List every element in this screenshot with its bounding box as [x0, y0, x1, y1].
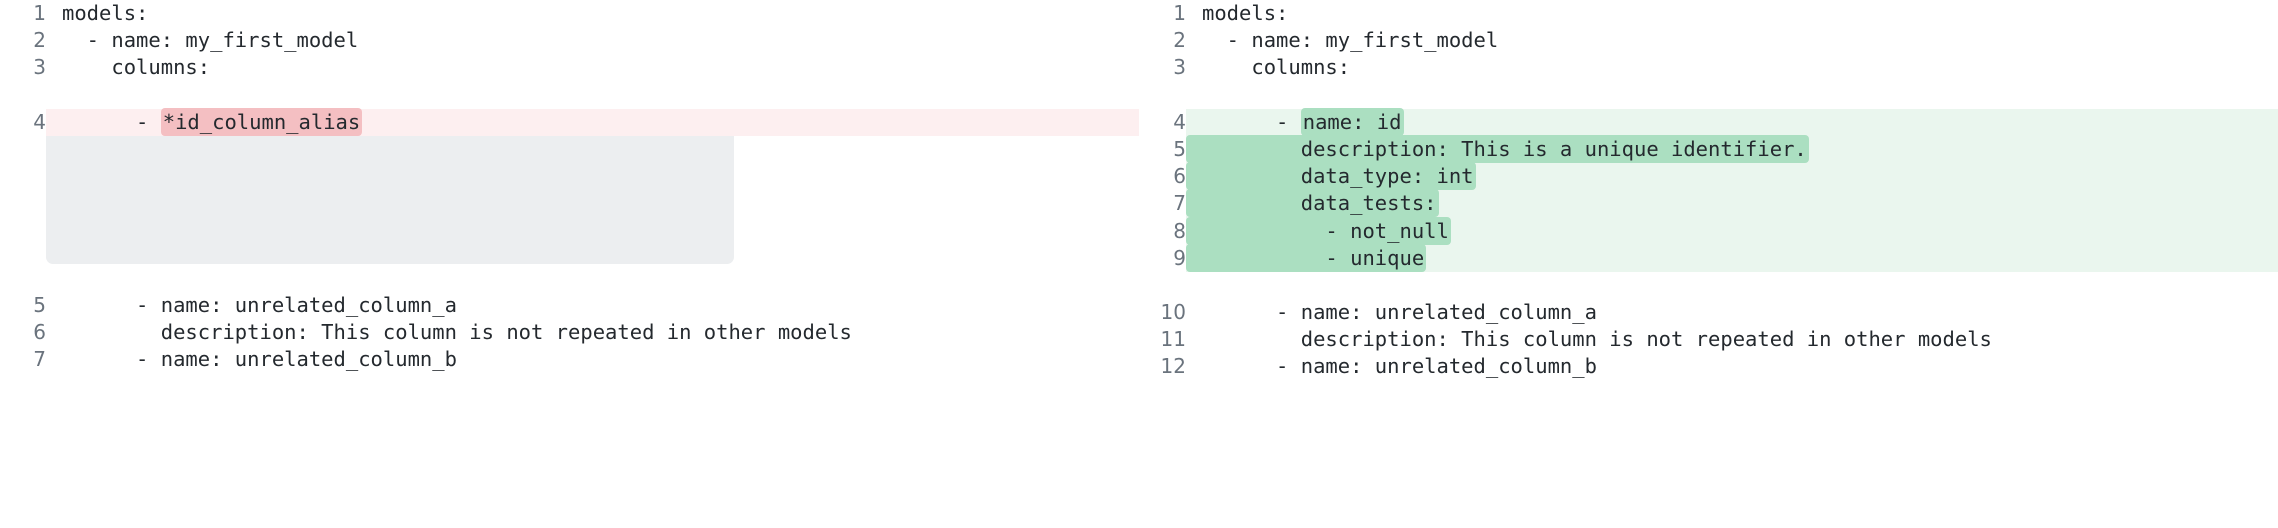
diff-pane-right-inner: 1 models: 2 - name: my_first_model 3 col… [1140, 0, 2278, 381]
diff-row-addition[interactable]: 6 data_type: int [1140, 162, 2278, 191]
added-token: data_type: int [1186, 162, 1476, 191]
added-token: - unique [1186, 243, 1427, 272]
diff-pane-left-inner: 1 models: 2 - name: my_first_model 3 col… [0, 0, 1139, 374]
code-line: - name: unrelated_column_b [62, 347, 457, 372]
code-line: models: [62, 1, 149, 25]
added-token: name: id [1300, 107, 1404, 136]
code-line: - name: unrelated_column_b [1202, 354, 1597, 379]
diff-row-addition[interactable]: 8 - not_null [1140, 216, 2278, 245]
diff-row-addition[interactable]: 4 - name: id [1140, 107, 2278, 136]
line-number: 10 [1160, 300, 1186, 325]
line-number: 2 [1173, 28, 1186, 53]
diff-pane-right: 1 models: 2 - name: my_first_model 3 col… [1139, 0, 2278, 528]
line-number: 9 [1173, 245, 1186, 270]
diff-row-addition[interactable]: 5 description: This is a unique identifi… [1140, 134, 2278, 164]
line-number: 6 [33, 320, 46, 345]
code-line: description: This is a unique identifier… [1186, 134, 2278, 164]
diff-row[interactable]: 2 - name: my_first_model [1140, 27, 2278, 54]
code-line: - not_null [1186, 216, 2278, 245]
diff-row[interactable]: 7 - name: unrelated_column_b [0, 346, 1139, 373]
line-number: 11 [1160, 327, 1186, 352]
diff-row-addition[interactable]: 7 data_tests: [1140, 189, 2278, 218]
line-number: 5 [1173, 136, 1186, 161]
code-line: - name: unrelated_column_a [1202, 300, 1597, 325]
diff-gap [1140, 272, 2278, 299]
code-line: columns: [1202, 55, 1351, 80]
code-line: - name: my_first_model [62, 28, 359, 53]
line-number: 4 [1173, 109, 1186, 134]
line-number: 8 [1173, 218, 1186, 243]
diff-row[interactable]: 12 - name: unrelated_column_b [1140, 353, 2278, 380]
line-number: 12 [1160, 354, 1186, 379]
diff-filler-block [46, 136, 734, 264]
code-line: - name: id [1186, 107, 2278, 136]
code-line: data_tests: [1186, 189, 2278, 218]
diff-row[interactable]: 11 description: This column is not repea… [1140, 326, 2278, 353]
code-line: - *id_column_alias [46, 107, 1139, 136]
code-line: description: This column is not repeated… [1202, 327, 1992, 352]
line-number: 3 [1173, 55, 1186, 80]
diff-pane-left: 1 models: 2 - name: my_first_model 3 col… [0, 0, 1139, 374]
line-number: 2 [33, 28, 46, 53]
line-number: 7 [33, 347, 46, 372]
code-line: - name: unrelated_column_a [62, 292, 457, 317]
line-number: 6 [1173, 164, 1186, 189]
code-line: columns: [62, 55, 211, 80]
diff-row[interactable]: 2 - name: my_first_model [0, 27, 1139, 54]
code-indent: - [62, 109, 161, 134]
diff-row[interactable]: 6 description: This column is not repeat… [0, 319, 1139, 346]
deleted-token: *id_column_alias [160, 107, 363, 136]
code-line: description: This column is not repeated… [62, 320, 852, 345]
diff-row-deletion[interactable]: 4 - *id_column_alias [0, 107, 1139, 136]
code-line: - name: my_first_model [1202, 28, 1499, 53]
diff-row[interactable]: 1 models: [0, 0, 1139, 27]
code-line: - unique [1186, 243, 2278, 272]
diff-row[interactable]: 1 models: [1140, 0, 2278, 27]
diff-row[interactable]: 5 - name: unrelated_column_a [0, 292, 1139, 319]
added-token: data_tests: [1186, 189, 1439, 218]
line-number: 7 [1173, 191, 1186, 216]
line-number: 5 [33, 292, 46, 317]
line-number: 1 [1173, 1, 1186, 25]
line-number: 4 [33, 109, 46, 134]
line-number: 3 [33, 55, 46, 80]
code-line: data_type: int [1186, 162, 2278, 191]
diff-gap [1140, 82, 2278, 109]
code-line: models: [1202, 1, 1289, 25]
diff-row[interactable]: 10 - name: unrelated_column_a [1140, 299, 2278, 326]
code-indent: - [1202, 109, 1301, 134]
diff-row[interactable]: 3 columns: [0, 54, 1139, 81]
added-token: description: This is a unique identifier… [1186, 134, 1809, 163]
diff-gap [0, 82, 1139, 109]
diff-row-addition[interactable]: 9 - unique [1140, 243, 2278, 272]
line-number: 1 [33, 1, 46, 25]
diff-row[interactable]: 3 columns: [1140, 54, 2278, 81]
added-token: - not_null [1186, 216, 1451, 245]
